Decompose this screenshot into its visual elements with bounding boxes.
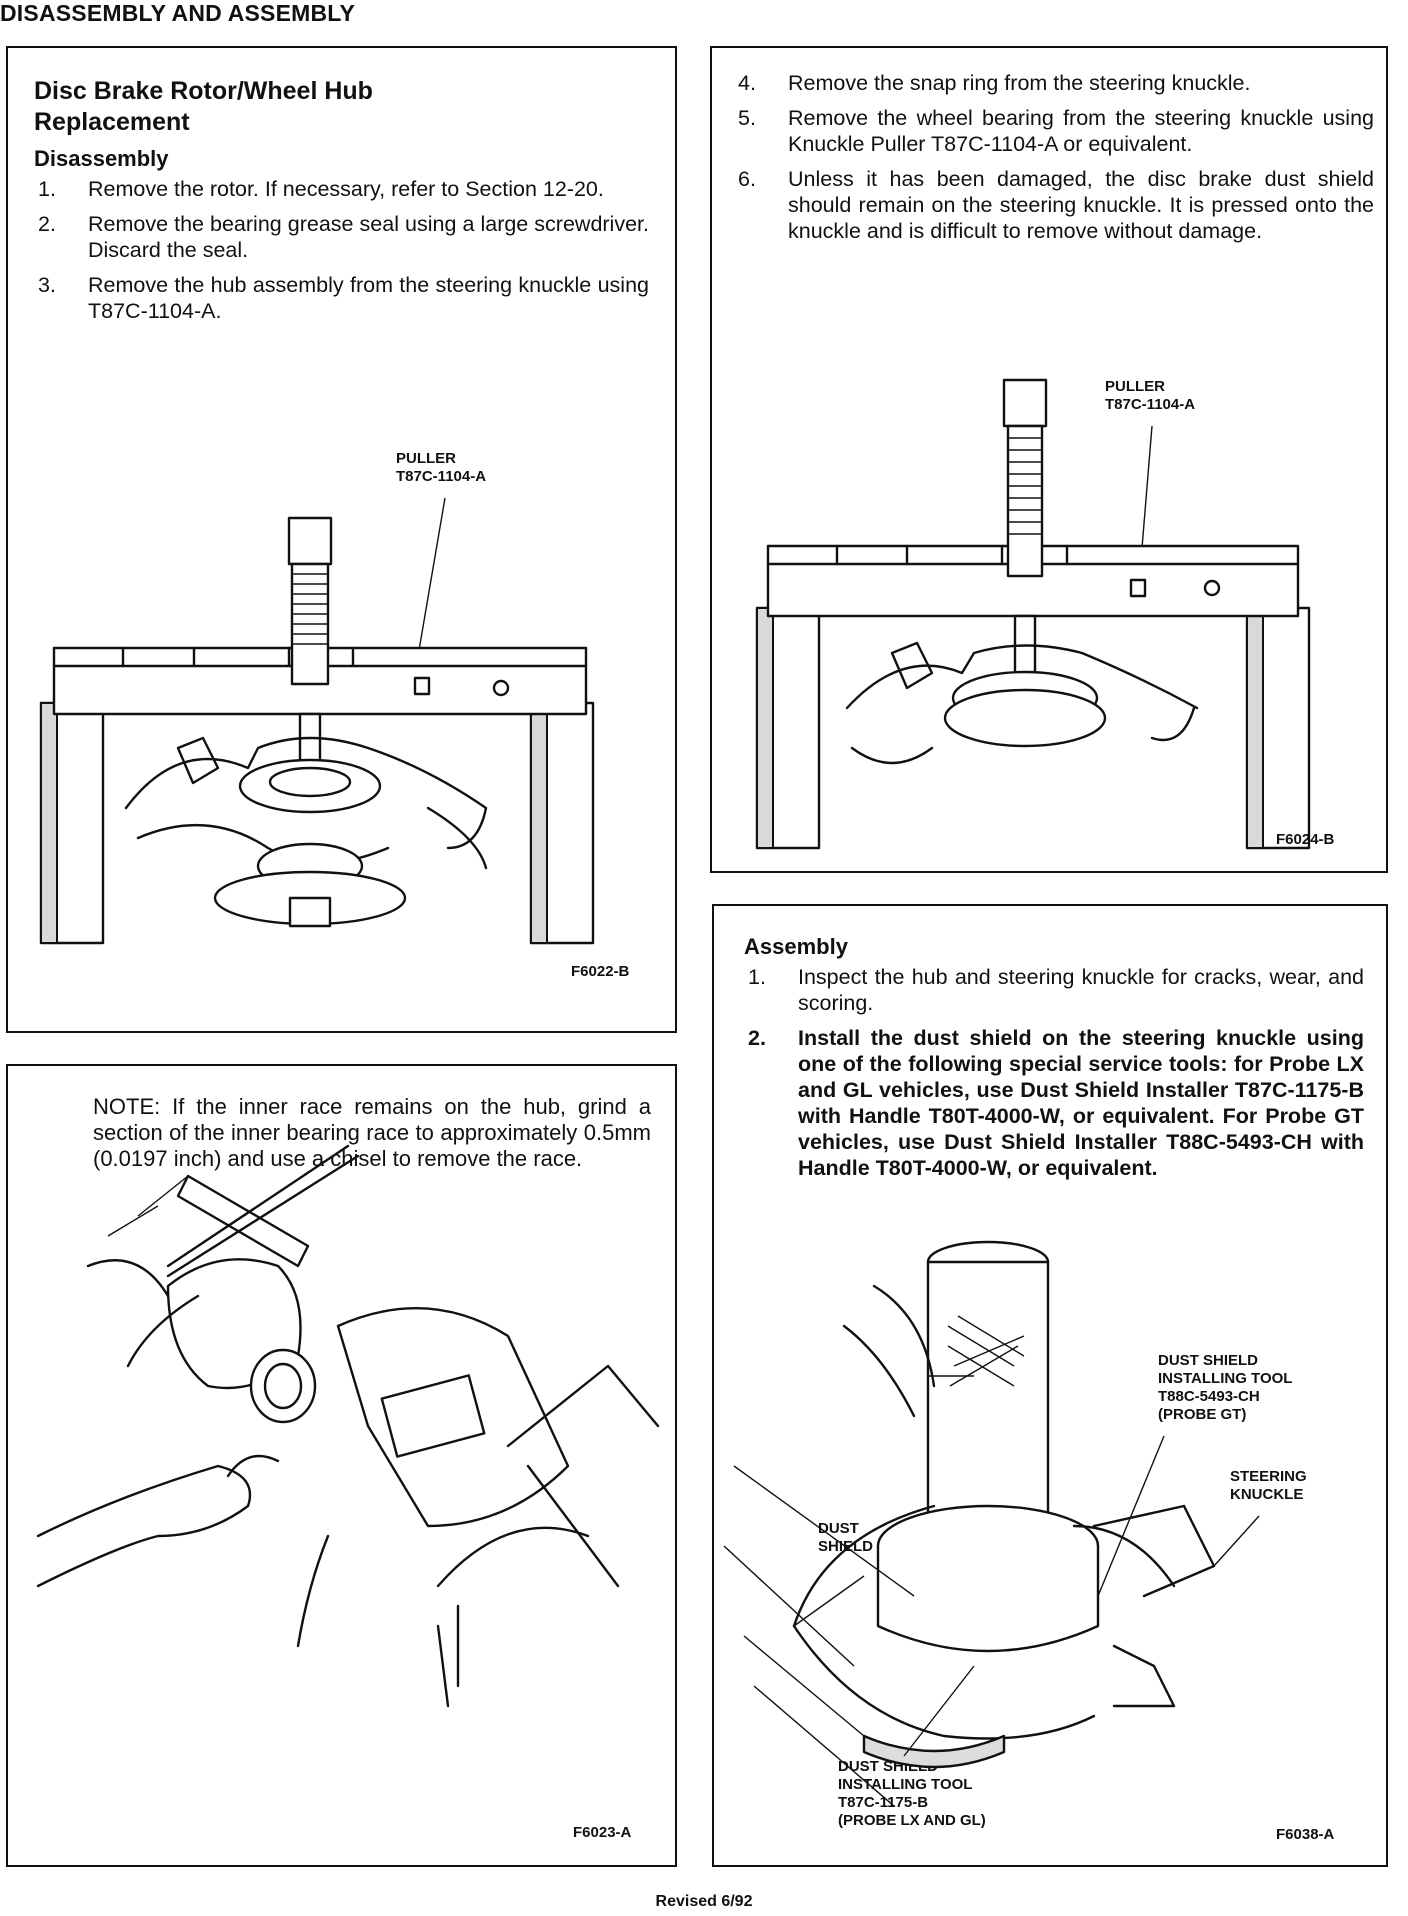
assembly-steps: 1.Inspect the hub and steering knuckle f… <box>744 964 1364 1181</box>
continued-steps: 4.Remove the snap ring from the steering… <box>734 70 1374 244</box>
steps-continued-panel: 4.Remove the snap ring from the steering… <box>710 46 1388 873</box>
page-footer: Revised 6/92 <box>655 1893 753 1910</box>
step-item: 6.Unless it has been damaged, the disc b… <box>738 167 1374 243</box>
figure-id: F6024-B <box>1276 831 1335 848</box>
dust-shield-install-illustration <box>723 1240 1260 1807</box>
note-text: NOTE: If the inner race remains on the h… <box>93 1094 651 1171</box>
figure-id: F6023-A <box>573 1824 632 1841</box>
assembly-panel: Assembly 1.Inspect the hub and steering … <box>712 904 1388 1867</box>
note-panel: NOTE: If the inner race remains on the h… <box>6 1064 677 1867</box>
gt-tool-label: DUST SHIELD INSTALLING TOOL T88C-5493-CH… <box>1158 1352 1293 1423</box>
disassembly-steps: 1.Remove the rotor. If necessary, refer … <box>34 176 649 324</box>
disassembly-panel: Disc Brake Rotor/Wheel Hub Replacement D… <box>6 46 677 1033</box>
step-item: 2.Remove the bearing grease seal using a… <box>38 212 649 262</box>
assembly-subhead: Assembly <box>744 934 848 959</box>
step-item: 3.Remove the hub assembly from the steer… <box>38 273 649 323</box>
puller-illustration <box>755 378 1311 850</box>
section-title-line2: Replacement <box>34 108 190 136</box>
puller-illustration <box>39 497 595 945</box>
puller-label: PULLER T87C-1104-A <box>396 450 487 485</box>
step-item: 5.Remove the wheel bearing from the stee… <box>738 106 1374 156</box>
bearing-race-illustration <box>36 1144 660 1708</box>
puller-label: PULLER T87C-1104-A <box>1105 378 1196 413</box>
page-header: DISASSEMBLY AND ASSEMBLY <box>0 0 355 26</box>
step-item: 1.Remove the rotor. If necessary, refer … <box>38 177 604 201</box>
step-item: 4.Remove the snap ring from the steering… <box>738 71 1251 95</box>
figure-id: F6022-B <box>571 963 630 980</box>
section-title-line1: Disc Brake Rotor/Wheel Hub <box>34 77 373 105</box>
disassembly-subhead: Disassembly <box>34 146 169 171</box>
steering-knuckle-label: STEERING KNUCKLE <box>1230 1468 1307 1503</box>
step-item: 1.Inspect the hub and steering knuckle f… <box>748 965 1364 1015</box>
step-item: 2.Install the dust shield on the steerin… <box>748 1026 1364 1180</box>
section-title: Disc Brake Rotor/Wheel Hub Replacement <box>34 76 649 138</box>
figure-id: F6038-A <box>1276 1826 1335 1843</box>
